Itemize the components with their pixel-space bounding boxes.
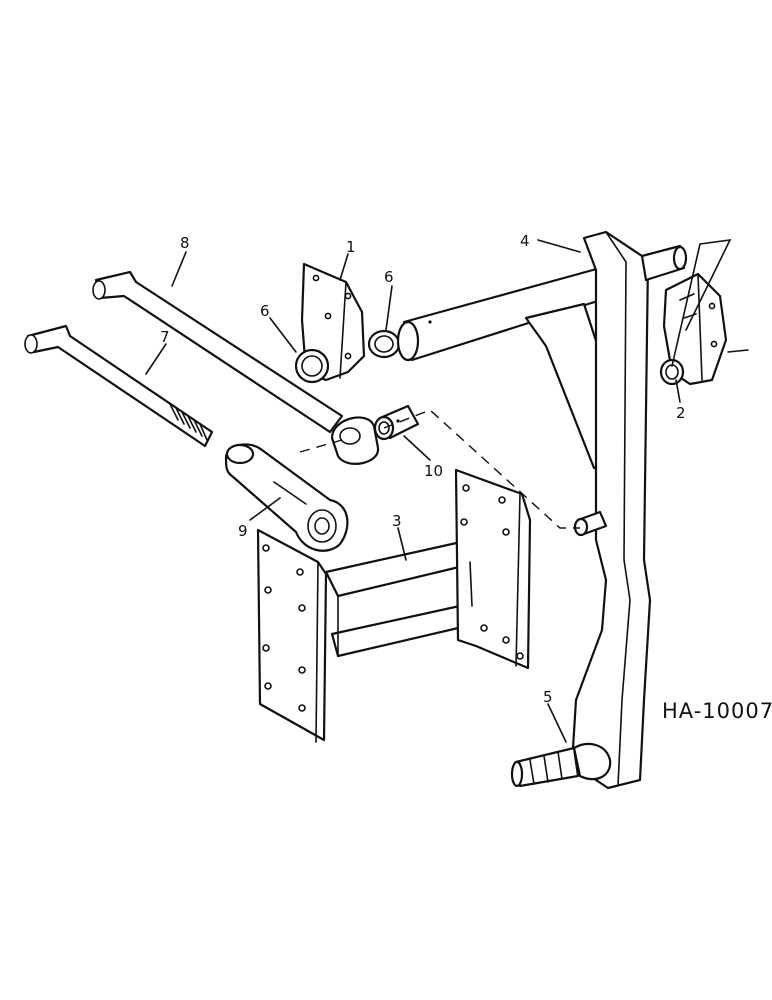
arm-9 <box>224 443 349 552</box>
figure-id: HA-10007 <box>662 699 772 723</box>
leader-lines <box>145 239 732 743</box>
callout-9: 9 <box>238 522 248 540</box>
callout-8: 8 <box>180 234 190 252</box>
spindle-arm-4 <box>396 230 688 790</box>
callout-1: 1 <box>346 238 356 256</box>
callout-3: 3 <box>392 512 402 530</box>
rod-8 <box>92 270 380 465</box>
bushing-10 <box>373 404 420 441</box>
callout-6-right: 6 <box>384 268 394 286</box>
seal-6-right <box>367 329 401 359</box>
callout-2: 2 <box>676 404 686 422</box>
clamp-2 <box>659 272 749 386</box>
callout-5: 5 <box>543 688 553 706</box>
callout-4: 4 <box>520 232 530 250</box>
callout-10: 10 <box>424 462 443 480</box>
seal-6-left <box>294 348 330 384</box>
frame-3 <box>256 468 532 743</box>
assembly-lines <box>299 409 580 529</box>
rod-7 <box>24 324 214 448</box>
callout-6-left: 6 <box>260 302 270 320</box>
callout-7: 7 <box>160 328 170 346</box>
